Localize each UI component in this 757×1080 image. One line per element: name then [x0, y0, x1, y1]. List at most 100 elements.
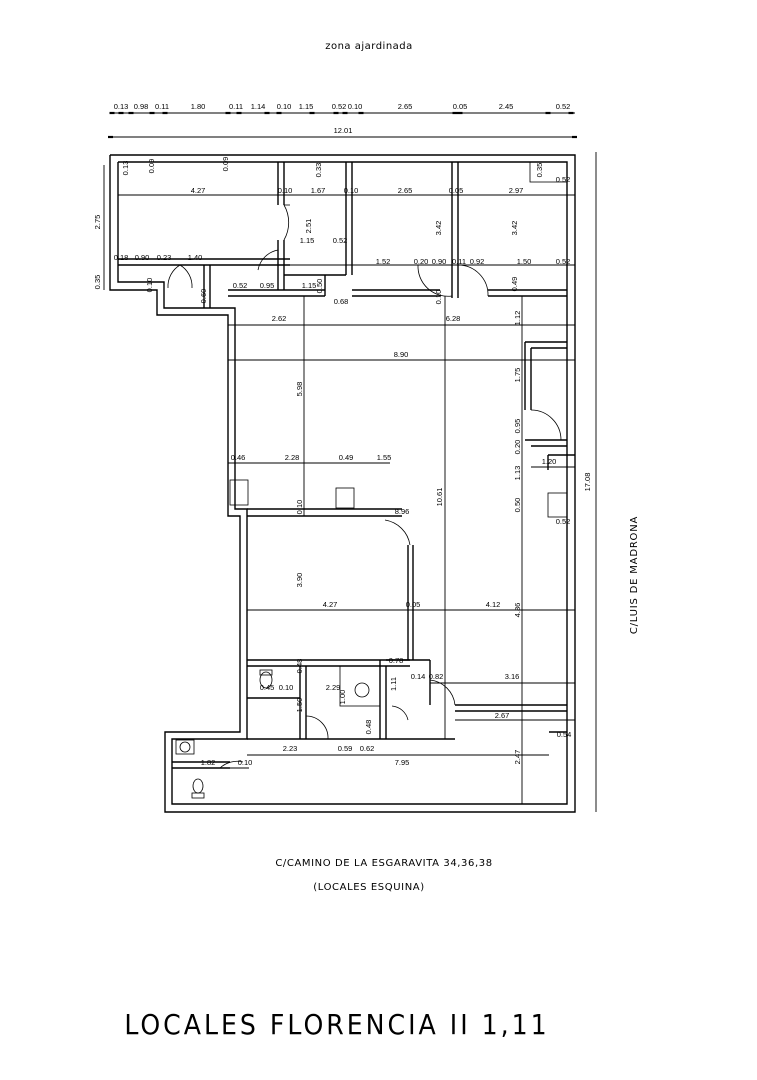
plan-title: LOCALES FLORENCIA II 1,11	[124, 1008, 549, 1041]
dim-label: 4.27	[323, 600, 338, 609]
dim-label: 3.16	[505, 672, 520, 681]
dim-label: 2.23	[283, 744, 298, 753]
dim-label: 0.18	[114, 253, 129, 262]
dim-label: 0.35	[535, 163, 544, 178]
dim-label: 2.51	[304, 219, 313, 234]
left-dimension: 2.75 0.35	[93, 165, 105, 290]
dim-label: 0.49	[339, 453, 354, 462]
dim-left-035: 0.35	[93, 275, 102, 290]
water-heater-icon	[354, 682, 370, 698]
dim-label: 0.20	[513, 440, 522, 455]
dim-label: 0.23	[157, 253, 172, 262]
dim-top-label: 0.11	[155, 102, 169, 111]
street-right-label: C/LUIS DE MADRONA	[629, 516, 640, 634]
dim-label: 0.20	[414, 257, 429, 266]
dim-label: 0.10	[238, 758, 253, 767]
dim-label: 0.95	[260, 281, 275, 290]
dim-label: 2.28	[285, 453, 300, 462]
dim-label: 0.10	[279, 683, 294, 692]
dim-overall-height: 17.08	[583, 473, 592, 492]
dim-label: 2.97	[509, 186, 524, 195]
dim-top-label: 0.13	[114, 102, 129, 111]
dim-overall-width: 12.01	[334, 126, 353, 135]
dim-label: 0.48	[295, 659, 304, 674]
overall-height-dimension: 17.08	[583, 152, 597, 812]
dim-top-label: 1.15	[299, 102, 314, 111]
dim-label: 1.15	[300, 236, 315, 245]
interior-dimension-lines	[118, 194, 575, 804]
dim-label: 10.61	[435, 488, 444, 507]
dim-label: 0.52	[556, 257, 571, 266]
dim-label: 0.68	[334, 297, 349, 306]
dim-label: 4.86	[513, 603, 522, 618]
plan-subtitle: (LOCALES ESQUINA)	[313, 882, 424, 893]
dim-label: 7.95	[395, 758, 410, 767]
dim-top-label: 0.10	[348, 102, 363, 111]
toilet-icon	[259, 669, 273, 689]
dim-label: 3.42	[510, 221, 519, 236]
dim-label: 1.52	[376, 257, 391, 266]
dim-label: 3.42	[434, 221, 443, 236]
dim-label: 1.82	[201, 758, 216, 767]
dim-label: 2.47	[513, 750, 522, 765]
dim-label: 1.55	[377, 453, 392, 462]
dim-label: 0.09	[147, 159, 156, 174]
dim-label: 0.50	[315, 279, 324, 294]
dim-label: 0.10	[434, 290, 443, 305]
dim-label: 1.50	[295, 698, 304, 713]
dim-top-label: 0.52	[332, 102, 347, 111]
dim-top-label: 1.14	[251, 102, 266, 111]
toilet-icon	[191, 778, 205, 799]
dim-label: 0.10	[295, 500, 304, 515]
overall-width-dimension: 12.01	[108, 126, 577, 139]
dim-label: 0.82	[429, 672, 444, 681]
street-bottom-label: C/CAMINO DE LA ESGARAVITA 34,36,38	[275, 858, 492, 869]
dim-label: 6.28	[446, 314, 461, 323]
dim-label: 4.27	[191, 186, 206, 195]
dim-label: 4.12	[486, 600, 501, 609]
dim-label: 0.48	[364, 720, 373, 735]
dim-label: 0.95	[513, 419, 522, 434]
dim-top-label: 0.52	[556, 102, 571, 111]
dim-label: 0.14	[411, 672, 426, 681]
dim-label: 1.12	[513, 311, 522, 326]
dim-top-label: 1.80	[191, 102, 206, 111]
dim-label: 0.52	[333, 236, 348, 245]
dim-label: 0.62	[360, 744, 375, 753]
dim-label: 1.50	[517, 257, 532, 266]
dim-label: 0.13	[121, 161, 130, 176]
dim-label: 2.65	[398, 186, 413, 195]
dim-label: 0.10	[344, 186, 359, 195]
dim-label: 8.96	[395, 507, 410, 516]
dimension-labels: 0.13 0.09 0.09 0.33 0.35 4.27 0.10 1.67 …	[114, 157, 572, 767]
dim-top-label: 0.11	[229, 102, 243, 111]
dim-label: 0.52	[233, 281, 248, 290]
dim-label: 1.15	[302, 281, 317, 290]
dim-label: 0.90	[432, 257, 447, 266]
dim-label: 8.90	[394, 350, 409, 359]
dim-label: 0.45	[260, 683, 275, 692]
dim-label: 0.60	[199, 289, 208, 304]
dim-label: 0.52	[556, 175, 571, 184]
dim-label: 0.92	[470, 257, 485, 266]
dim-label: 0.59	[338, 744, 353, 753]
dim-top-label: 0.05	[453, 102, 468, 111]
dim-label: 5.98	[295, 382, 304, 397]
dim-label: 1.20	[542, 457, 557, 466]
dim-label: 0.52	[556, 517, 571, 526]
dim-label: 0.11	[452, 257, 466, 266]
doors	[167, 204, 562, 769]
dim-label: 0.49	[510, 277, 519, 292]
dim-label: 0.78	[389, 656, 404, 665]
dim-label: 0.05	[449, 186, 464, 195]
dim-label: 1.67	[311, 186, 326, 195]
garden-label: zona ajardinada	[325, 41, 413, 52]
dim-label: 0.33	[314, 163, 323, 178]
dim-label: 0.90	[135, 253, 150, 262]
dim-label: 0.46	[231, 453, 246, 462]
dim-label: 0.05	[406, 600, 421, 609]
dim-label: 1.40	[188, 253, 203, 262]
dim-label: 0.10	[145, 278, 154, 293]
